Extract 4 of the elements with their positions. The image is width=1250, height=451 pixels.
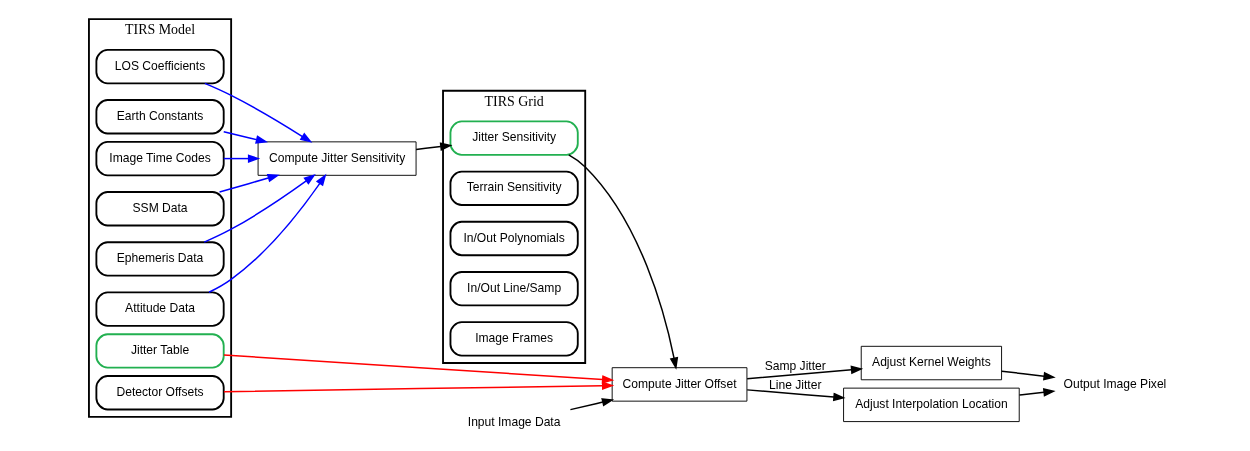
node-text: Input Image Data <box>467 414 560 429</box>
node-text: Output Image Pixel <box>1063 376 1166 391</box>
edge-label: Samp Jitter <box>764 358 826 373</box>
edge-label: Line Jitter <box>768 377 821 392</box>
